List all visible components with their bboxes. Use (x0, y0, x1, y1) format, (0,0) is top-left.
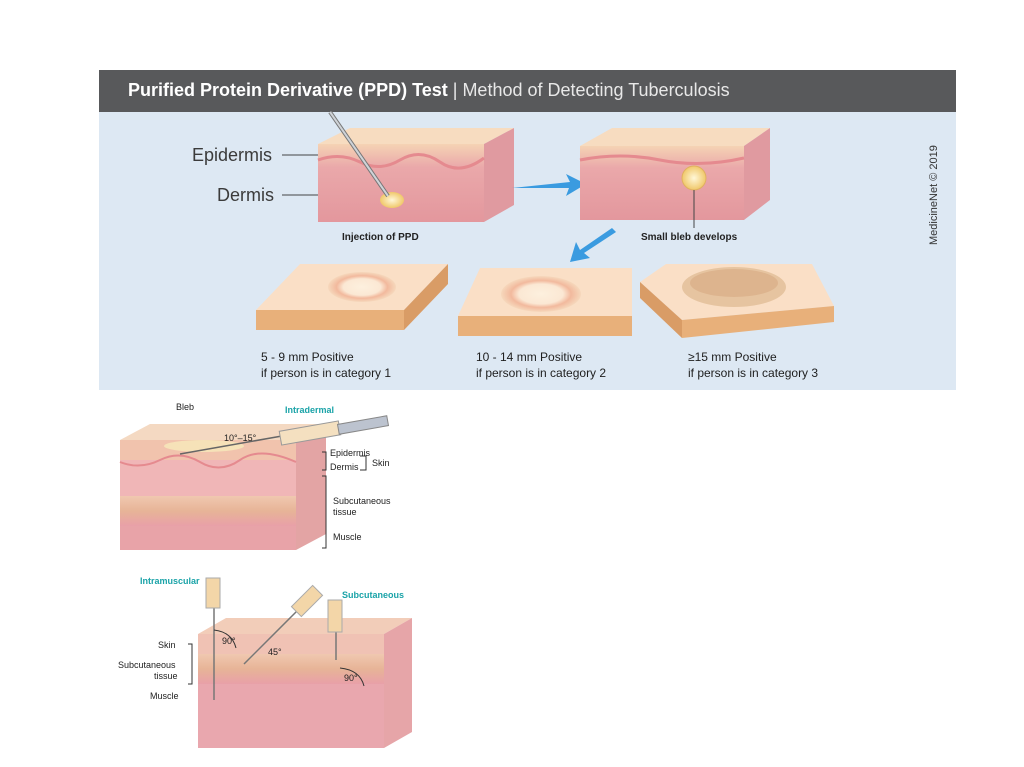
title-bold: Purified Protein Derivative (PPD) Test (128, 80, 448, 100)
ppd-header-bar (99, 70, 956, 112)
bleb-caption: Small bleb develops (641, 232, 738, 243)
intradermal-dermis: Dermis (330, 462, 359, 472)
ppd-title: Purified Protein Derivative (PPD) Test |… (128, 80, 730, 101)
intradermal-diagram (119, 415, 390, 550)
result-1-size: 5 - 9 mm Positive (261, 350, 354, 364)
angle-sc90-label: 90° (344, 673, 358, 683)
intradermal-tissue: tissue (333, 507, 357, 517)
result-2-size: 10 - 14 mm Positive (476, 350, 583, 364)
result-block-1 (256, 264, 448, 330)
result-1-condition: if person is in category 1 (261, 366, 392, 380)
injection-caption: Injection of PPD (342, 232, 419, 243)
title-light: Method of Detecting Tuberculosis (462, 80, 730, 100)
result-block-2 (458, 268, 632, 336)
routes-subcutaneous: Subcutaneous (118, 660, 176, 670)
result-3-condition: if person is in category 3 (688, 366, 819, 380)
skin-block-bleb (579, 128, 770, 220)
routes-tissue: tissue (154, 671, 178, 681)
epidermis-label: Epidermis (192, 145, 273, 165)
ppd-diagram-panel (99, 70, 956, 390)
result-3: ≥15 mm Positive if person is in category… (688, 349, 818, 381)
result-2-condition: if person is in category 2 (476, 366, 607, 380)
intradermal-skin: Skin (372, 458, 390, 468)
result-block-3 (640, 264, 834, 338)
routes-skin: Skin (158, 640, 176, 650)
intramuscular-title: Intramuscular (140, 576, 200, 586)
dermis-label: Dermis (217, 185, 274, 205)
subcutaneous-title: Subcutaneous (342, 590, 405, 600)
intradermal-epidermis: Epidermis (330, 448, 371, 458)
bleb-label: Bleb (176, 402, 195, 412)
result-2: 10 - 14 mm Positive if person is in cate… (476, 349, 606, 381)
intradermal-subcutaneous: Subcutaneous (333, 496, 391, 506)
angle-im-label: 90° (222, 636, 236, 646)
skin-group-bracket (360, 455, 367, 471)
angle-label: 10°–15° (224, 433, 257, 443)
arrow-right-icon (512, 174, 586, 196)
title-separator: | (447, 80, 463, 100)
result-1: 5 - 9 mm Positive if person is in catego… (261, 349, 391, 381)
copyright-text: MedicineNet © 2019 (928, 145, 940, 245)
arrow-down-left-icon (570, 228, 616, 262)
angle-sc45-label: 45° (268, 647, 282, 657)
intradermal-title: Intradermal (285, 405, 335, 415)
intradermal-muscle: Muscle (333, 532, 362, 542)
skin-block-injection (317, 110, 514, 222)
skin-bracket (322, 451, 327, 471)
lower-bracket (322, 475, 327, 549)
routes-muscle: Muscle (150, 691, 179, 701)
result-3-size: ≥15 mm Positive (688, 350, 777, 364)
routes-bracket (188, 643, 193, 685)
injection-routes-diagram (198, 577, 412, 748)
